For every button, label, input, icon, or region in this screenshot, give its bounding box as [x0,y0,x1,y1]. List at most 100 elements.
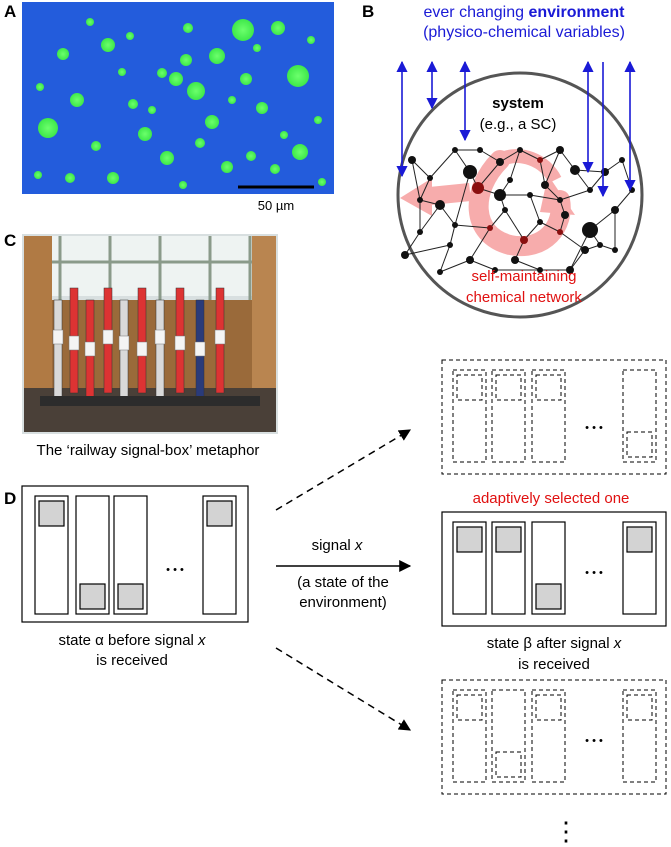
lever-handle [535,694,562,721]
branch-arrow-down [275,647,412,731]
network-edge [559,231,586,251]
lever [155,299,165,406]
network-node [527,192,533,198]
lever-plate [194,341,206,357]
green-spot [118,68,126,76]
lever-handle [79,583,106,610]
network-node [581,246,589,254]
network-node [463,165,477,179]
lever-handle [206,500,233,527]
network-edge [569,249,586,271]
network-node [408,156,416,164]
lever-handle [626,694,653,721]
state-beta-box: • • • [441,511,667,627]
green-spot [179,181,187,189]
green-spot [232,19,254,41]
environment-title: ever changing environment [424,4,626,21]
green-spot [307,36,315,44]
network-node [570,165,580,175]
green-spot [128,99,138,109]
green-spot [160,151,174,165]
network-node [437,269,443,275]
green-spot [240,73,252,85]
network-node [511,256,519,264]
lever-handle [626,526,653,553]
network-node [611,206,619,214]
network-edge [419,204,441,233]
green-spot [157,68,167,78]
network-node [537,157,543,163]
environment-arrows [396,60,636,198]
system-subtitle: (e.g., a SC) [480,116,557,133]
alternative-top-dots: • • • [585,422,603,434]
selected-label: adaptively selected one [473,490,630,507]
green-spot [101,38,115,52]
lever-plate [68,335,80,351]
alternative-bottom-levers [452,689,657,783]
panel-label-a: A [4,2,16,21]
photo-caption: The ‘railway signal-box’ metaphor [37,442,260,459]
state-beta-caption-prefix: state β after signal [487,635,614,652]
green-spot [195,138,205,148]
alternative-state-bottom: • • • [441,679,667,795]
signal-paren-line2: environment) [299,594,387,611]
lever-handle [495,526,522,553]
lever-handle [38,500,65,527]
panel-label-b: B [362,2,374,21]
environment-subtitle: (physico-chemical variables) [423,24,625,41]
lever [53,299,63,406]
green-spot [187,82,205,100]
network-node [401,251,409,259]
network-edge [454,224,491,229]
network-node [619,157,625,163]
lever-plate [214,329,226,345]
green-spot [205,115,219,129]
green-spot [148,106,156,114]
signal-box-photo [22,234,278,434]
micrograph [22,2,334,194]
network-node [517,147,523,153]
network-label-line2: chemical network [466,289,582,306]
more-states-vdots: ⋮ [553,816,579,846]
network-edge [439,244,451,273]
alternative-state-top: • • • [441,359,667,475]
panel-label-c: C [4,231,16,250]
lever-plate [84,341,96,357]
environment-title-prefix: ever changing [424,4,529,21]
network-edge [614,189,633,211]
green-spot [34,171,42,179]
signal-label-var: x [354,537,363,554]
network-edge [439,259,471,273]
lever-frame [40,396,260,406]
network-edge [529,194,541,223]
lever-plate [136,341,148,357]
state-alpha-dots: • • • [166,564,184,576]
lever-plate [174,335,186,351]
alternative-bottom-dots: • • • [585,735,603,747]
network-node [492,267,498,273]
green-spot [292,144,308,160]
network-node [537,219,543,225]
network-node [582,222,598,238]
lever-handle [456,526,483,553]
green-spot [228,96,236,104]
network-edge [404,244,451,256]
network-edge [539,159,546,186]
lever-handle [535,583,562,610]
green-spot [126,32,134,40]
lever-handle [495,374,522,401]
network-node [557,197,563,203]
network-edge [559,189,591,201]
lever-handle [495,751,522,778]
green-spot [38,118,58,138]
network-node [487,225,493,231]
signal-levers [40,287,260,406]
network-node [477,147,483,153]
lever-plate [52,329,64,345]
fluorescent-spots [34,18,326,189]
lever-handle [456,694,483,721]
green-spot [209,48,225,64]
network-edge [404,231,421,256]
lever-handle [117,583,144,610]
